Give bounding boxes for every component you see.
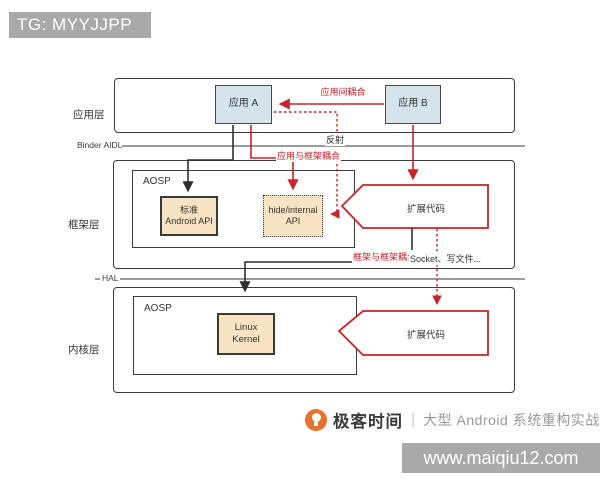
- framework-ext-code-shape: [340, 184, 489, 229]
- appA-to-hide-api-arrow: [250, 125, 299, 191]
- watermark-url: www.maiqiu12.com: [402, 443, 600, 473]
- kernel-aosp-label: AOSP: [144, 303, 172, 314]
- reflection-label: 反射: [325, 133, 346, 146]
- binder-aidl-label: Binder AIDL: [77, 140, 123, 150]
- app-coupling-label: 应用间耦合: [313, 85, 373, 98]
- kernel-layer-label: 内核层: [68, 344, 100, 356]
- app-framework-coupling-label: 应用与框架耦合: [276, 149, 342, 162]
- framework-aosp-label: AOSP: [143, 176, 171, 187]
- kernel-ext-code-label: 扩展代码: [406, 330, 445, 341]
- footer-brand-row: 极客时间 | 大型 Android 系统重构实战: [305, 408, 600, 432]
- app-layer-label: 应用层: [73, 109, 105, 121]
- footer-brand-name: 极客时间: [333, 413, 403, 431]
- footer-course-title: 大型 Android 系统重构实战: [423, 412, 600, 428]
- ext-code-to-kernel-aosp-arrow: [239, 228, 413, 293]
- app-b-box: 应用 B: [385, 85, 441, 124]
- hide-internal-api-box: hide/internal API: [263, 195, 323, 237]
- telegram-badge: TG: MYYJJPP: [9, 12, 151, 38]
- kernel-layer-frame: [113, 287, 515, 393]
- framework-framework-coupling-label: 框架与框架耦合: [352, 250, 418, 263]
- app-a-box: 应用 A: [215, 85, 272, 124]
- socket-note-label: Socket、写文件...: [409, 252, 483, 265]
- footer-divider: |: [411, 411, 416, 428]
- framework-layer-label: 框架层: [68, 219, 100, 231]
- appA-to-std-api-arrow: [182, 125, 234, 193]
- kernel-ext-code-shape: [337, 310, 489, 356]
- framework-ext-code-label: 扩展代码: [406, 204, 445, 215]
- standard-android-api-box: 标准 Android API: [160, 196, 218, 236]
- linux-kernel-box: Linux Kernel: [217, 313, 275, 355]
- hal-label: HAL: [102, 273, 119, 283]
- reflection-dotted-arrow: [274, 111, 340, 219]
- bulb-icon: [311, 413, 321, 422]
- app-layer-frame: [114, 78, 515, 133]
- geektime-logo-icon: [305, 409, 327, 431]
- bulb-stem: [314, 422, 318, 426]
